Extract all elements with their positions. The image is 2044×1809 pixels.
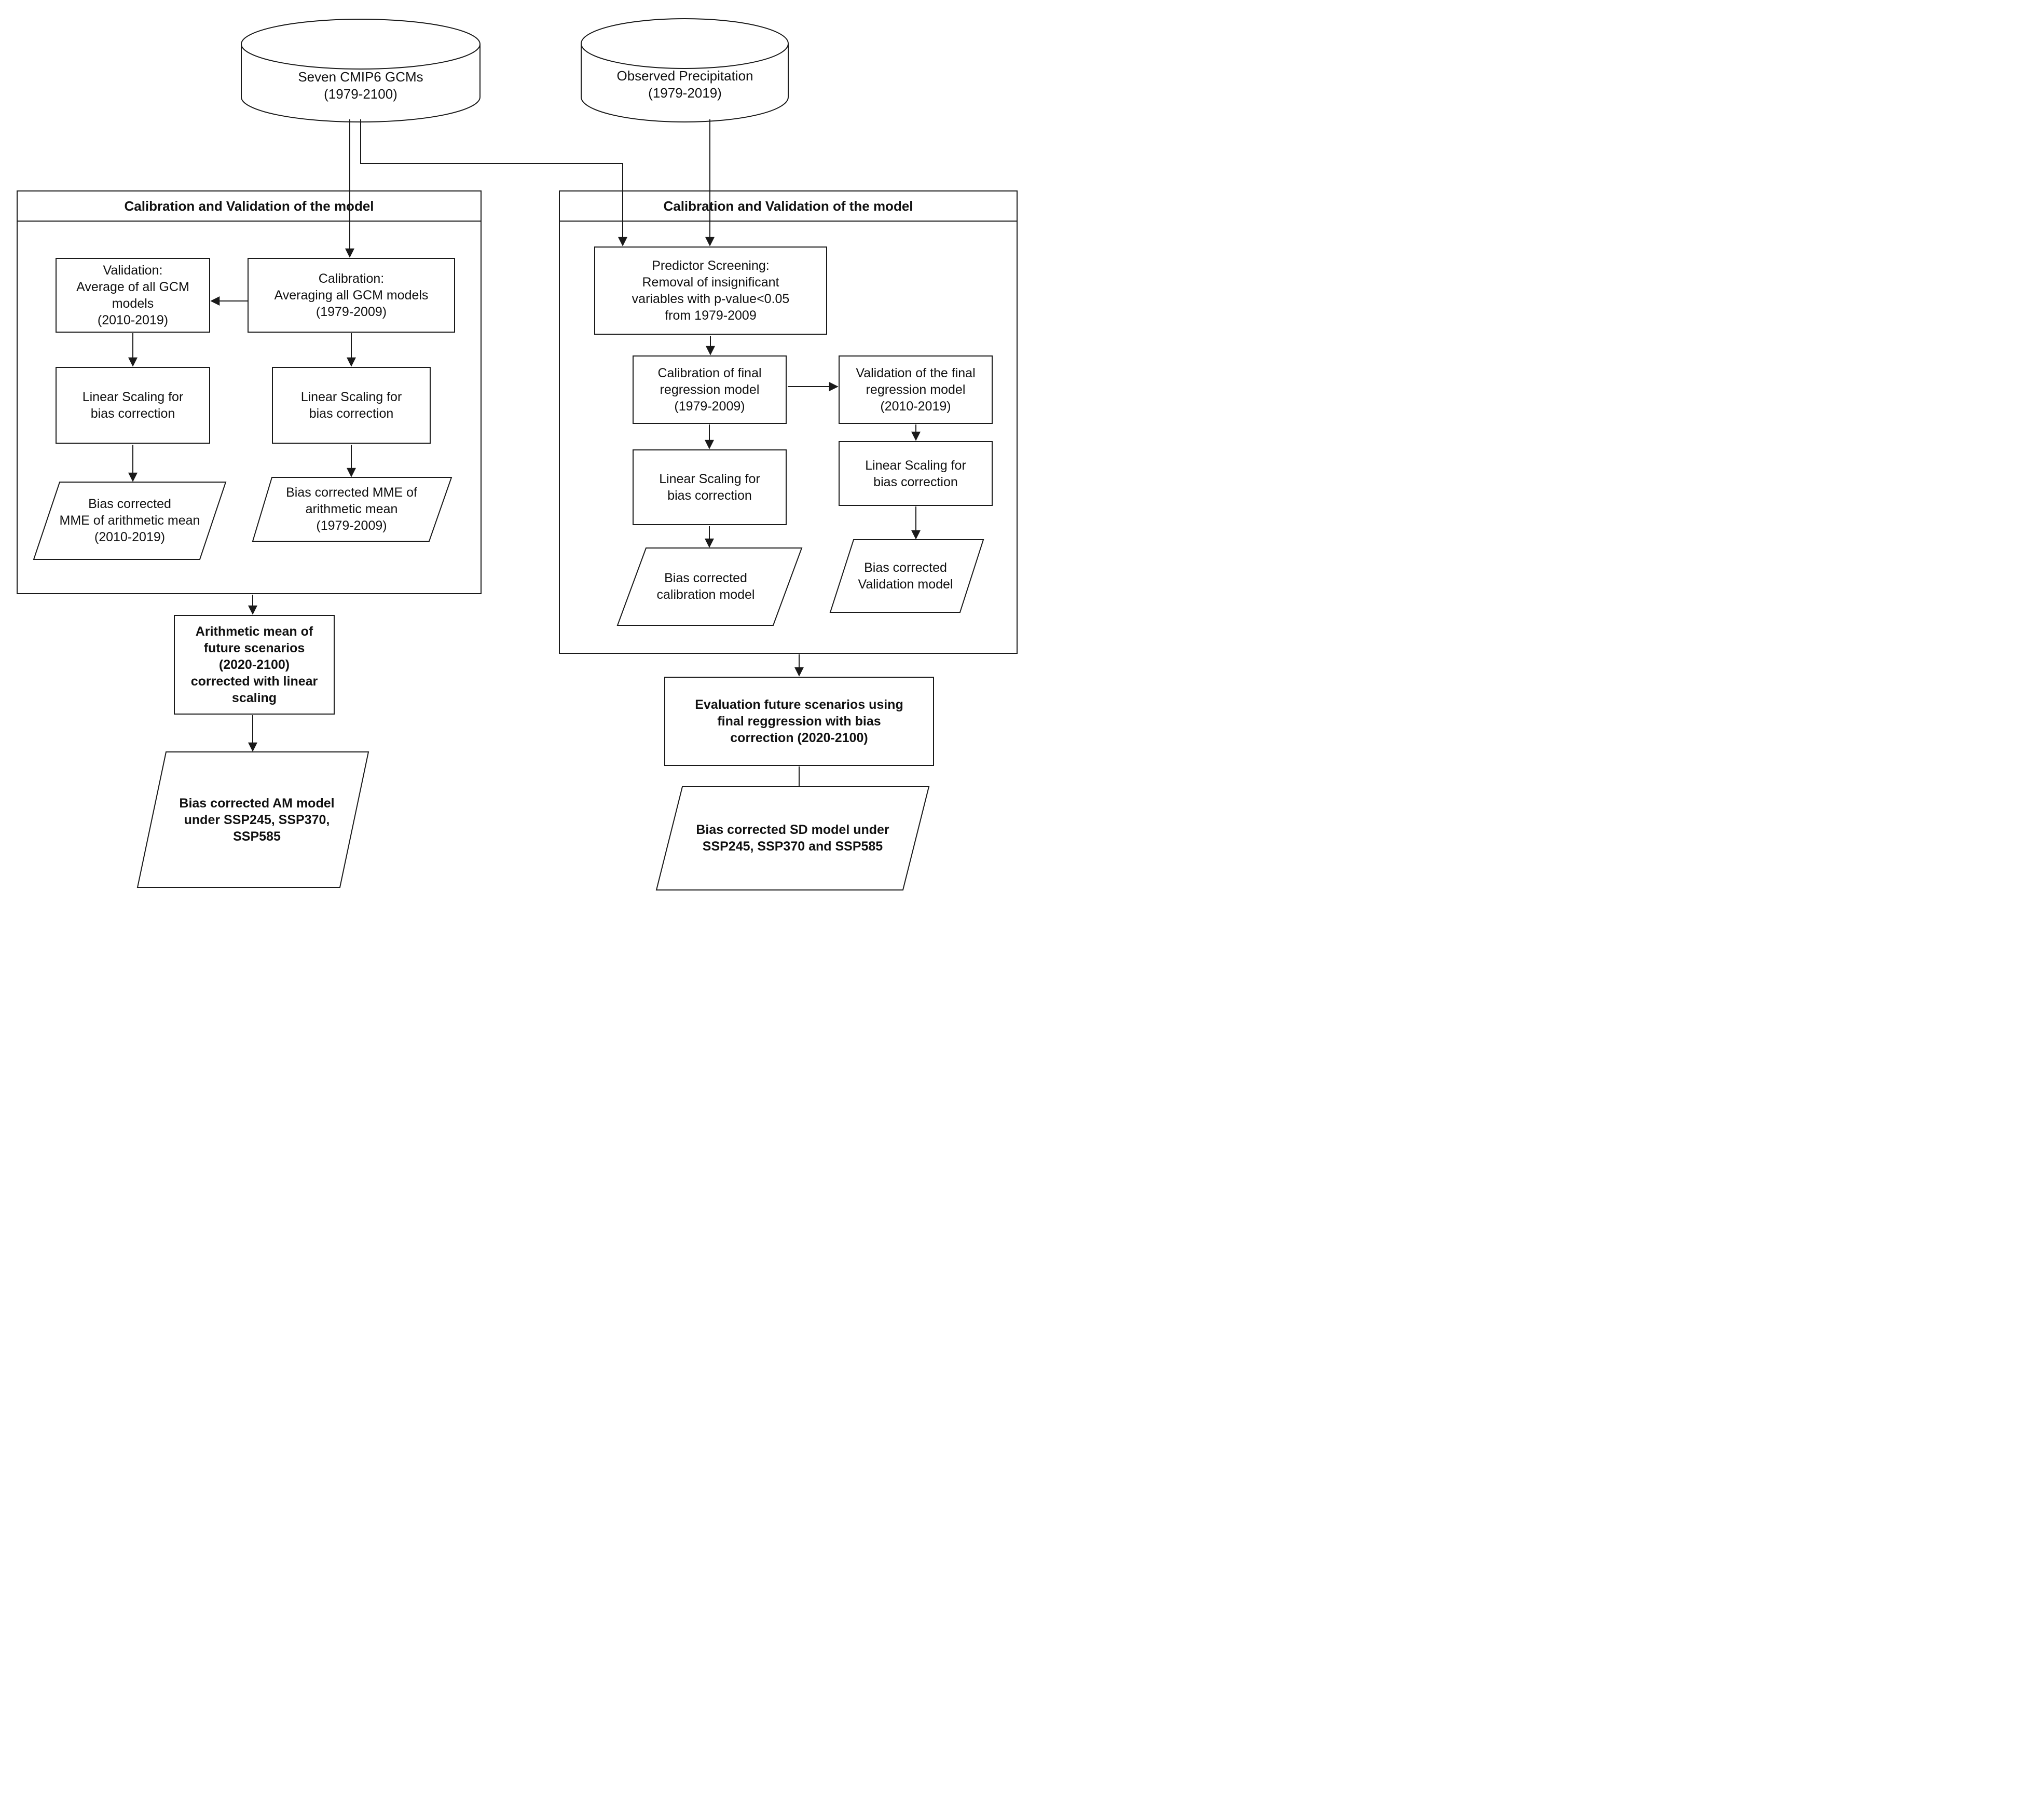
- validation-box: Validation: Average of all GCM models (2…: [56, 258, 210, 333]
- linear-scaling-calibration-final-box: Linear Scaling for bias correction: [633, 449, 787, 525]
- calibration-final-box: Calibration of final regression model (1…: [633, 355, 787, 424]
- flowchart-canvas: Seven CMIP6 GCMs (1979-2100) Observed Pr…: [0, 0, 1022, 905]
- sd-output-label: Bias corrected SD model under SSP245, SS…: [696, 823, 889, 854]
- validation-output-label: Bias corrected Validation model: [858, 560, 953, 592]
- calibration-output-label: Bias corrected calibration model: [656, 571, 755, 602]
- right-panel: Calibration and Validation of the model: [559, 190, 1018, 654]
- cylinder-gcms-label: Seven CMIP6 GCMs (1979-2100): [298, 68, 423, 102]
- arithmetic-mean-box: Arithmetic mean of future scenarios (202…: [174, 615, 335, 715]
- validation-final-box: Validation of the final regression model…: [839, 355, 993, 424]
- predictor-screening-box: Predictor Screening: Removal of insignif…: [594, 246, 827, 335]
- linear-scaling-validation-final-box: Linear Scaling for bias correction: [839, 441, 993, 506]
- am-output-label: Bias corrected AM model under SSP245, SS…: [179, 796, 335, 844]
- left-panel-title: Calibration and Validation of the model: [18, 191, 481, 222]
- cylinder-observed-label: Observed Precipitation (1979-2019): [616, 67, 753, 101]
- linear-scaling-validation-box: Linear Scaling for bias correction: [56, 367, 210, 444]
- calibration-box: Calibration: Averaging all GCM models (1…: [248, 258, 455, 333]
- mme-validation-output-label: Bias corrected MME of arithmetic mean (2…: [59, 496, 200, 544]
- evaluation-box: Evaluation future scenarios using final …: [664, 677, 934, 766]
- mme-calibration-output-label: Bias corrected MME of arithmetic mean (1…: [286, 485, 417, 533]
- right-panel-title: Calibration and Validation of the model: [560, 191, 1017, 222]
- left-panel: Calibration and Validation of the model: [17, 190, 482, 594]
- linear-scaling-calibration-box: Linear Scaling for bias correction: [272, 367, 431, 444]
